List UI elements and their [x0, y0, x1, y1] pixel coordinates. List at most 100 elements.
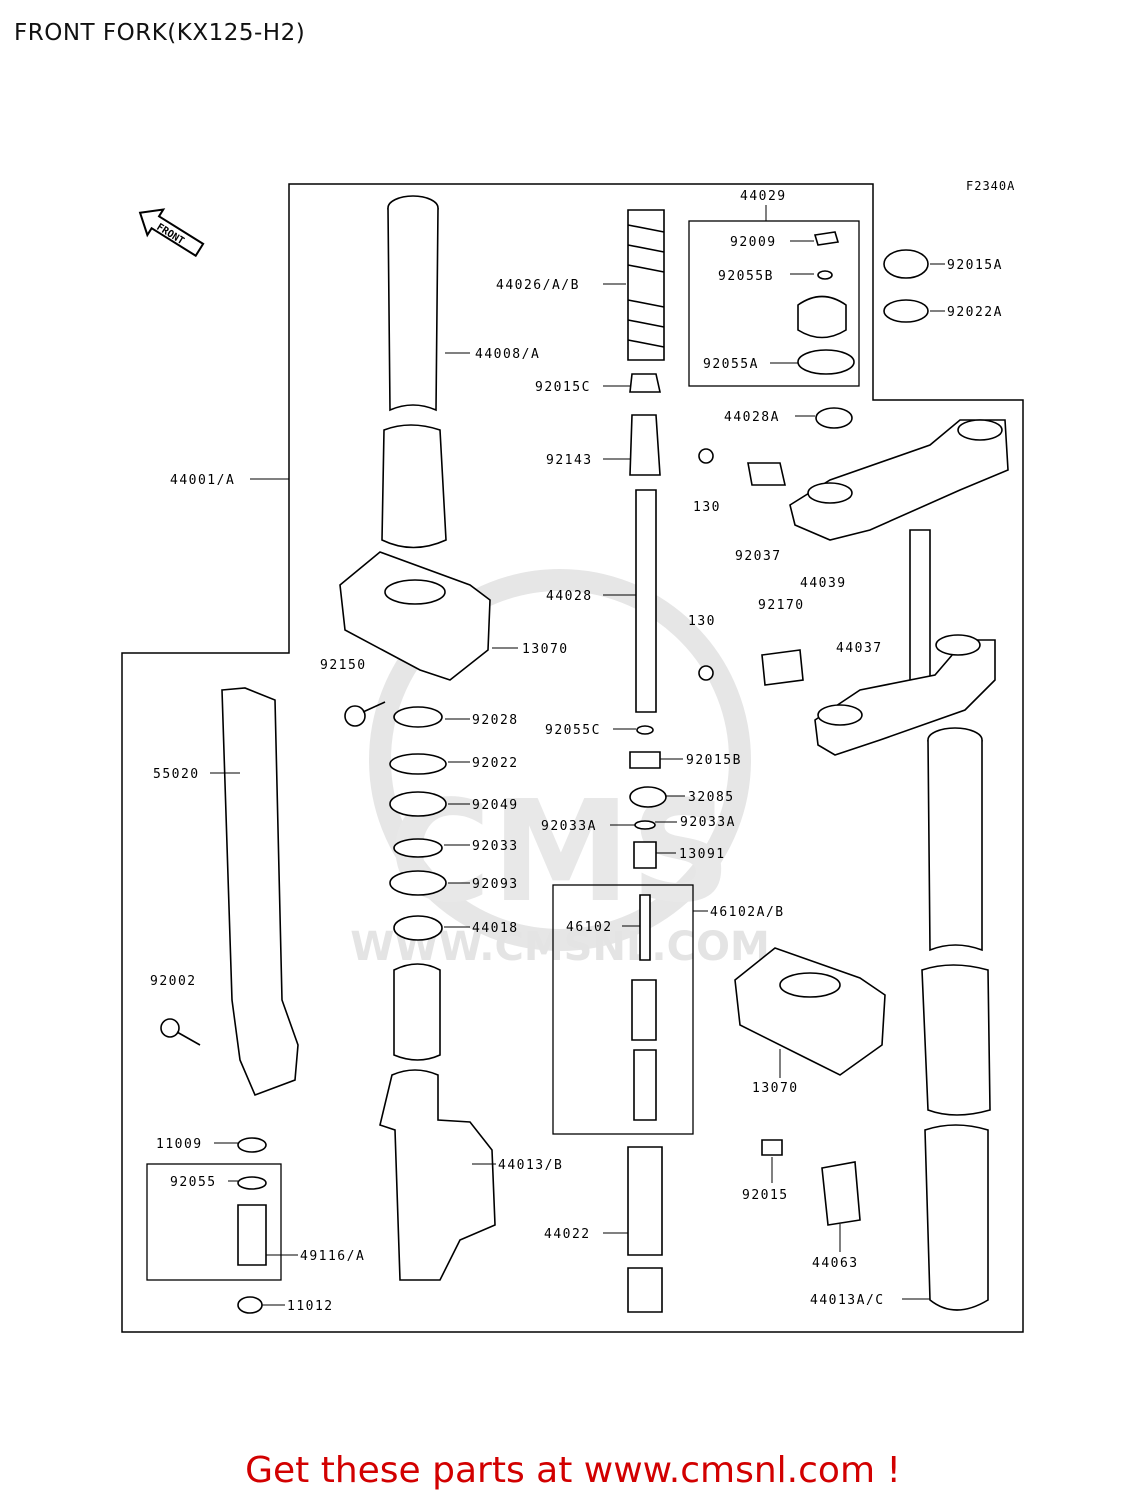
part-label-44028[interactable]: 44028 [546, 589, 593, 604]
nut-92015 [761, 1139, 783, 1156]
washer-92022A [883, 299, 929, 323]
part-label-44039[interactable]: 44039 [800, 576, 847, 591]
part-label-92033[interactable]: 92033 [472, 839, 519, 854]
inner-tube-right-lower [921, 964, 991, 1116]
part-label-92033a_l[interactable]: 92033A [541, 819, 597, 834]
outer-tube-right [924, 1124, 989, 1311]
front-arrow-icon: FRONT [138, 208, 205, 258]
part-label-92015b[interactable]: 92015B [686, 753, 742, 768]
part-label-92150[interactable]: 92150 [320, 658, 367, 673]
part-label-13070a[interactable]: 13070 [522, 642, 569, 657]
cylinder-44022-lower [627, 1267, 663, 1313]
oring-92055 [237, 1176, 267, 1190]
group-box-46102 [552, 884, 694, 1135]
cta-link[interactable]: Get these parts at www.cmsnl.com ! [245, 1450, 901, 1491]
leader-lines [210, 205, 945, 1306]
washer-11012 [237, 1296, 263, 1314]
bolt-92150 [344, 705, 366, 727]
lower-clamp [734, 947, 886, 1076]
part-label-44037[interactable]: 44037 [836, 641, 883, 656]
nut-92015B [629, 751, 661, 769]
part-label-92028[interactable]: 92028 [472, 713, 519, 728]
part-label-44028a[interactable]: 44028A [724, 410, 780, 425]
axle-holder-44063 [821, 1161, 861, 1226]
part-label-49116[interactable]: 49116/A [300, 1249, 365, 1264]
part-label-92033a_r[interactable]: 92033A [680, 815, 736, 830]
group-box-49116 [146, 1163, 282, 1281]
rod-44028 [635, 489, 657, 713]
part-label-11009[interactable]: 11009 [156, 1137, 203, 1152]
steering-stem [909, 529, 931, 696]
inner-tube-upper [387, 207, 439, 412]
part-label-92143[interactable]: 92143 [546, 453, 593, 468]
part-label-46102[interactable]: 46102 [566, 920, 613, 935]
part-label-32085[interactable]: 32085 [688, 790, 735, 805]
part-label-92022a[interactable]: 92022A [947, 305, 1003, 320]
clamp-92037 [747, 462, 787, 486]
part-label-92015c[interactable]: 92015C [535, 380, 591, 395]
part-label-44013ac[interactable]: 44013A/C [810, 1293, 885, 1308]
part-label-92015a[interactable]: 92015A [947, 258, 1003, 273]
part-label-92170[interactable]: 92170 [758, 598, 805, 613]
nut-92015C [629, 373, 661, 393]
valve-49116 [237, 1204, 267, 1266]
bolt-130b [698, 665, 714, 681]
part-label-44022[interactable]: 44022 [544, 1227, 591, 1242]
part-label-13091[interactable]: 13091 [679, 847, 726, 862]
collar-32085 [629, 786, 667, 808]
oring-92055C [636, 725, 654, 735]
part-label-92015[interactable]: 92015 [742, 1188, 789, 1203]
group-box-44029 [688, 220, 860, 387]
part-label-92002[interactable]: 92002 [150, 974, 197, 989]
part-label-44018[interactable]: 44018 [472, 921, 519, 936]
bolt-130a [698, 448, 714, 464]
part-label-13070b[interactable]: 13070 [752, 1081, 799, 1096]
part-label-92093[interactable]: 92093 [472, 877, 519, 892]
outer-tube-lower-left [379, 1069, 496, 1281]
cartridge-lower [633, 1049, 657, 1121]
part-label-92055c[interactable]: 92055C [545, 723, 601, 738]
part-label-44013[interactable]: 44013/B [498, 1158, 563, 1173]
upper-clamp [339, 551, 491, 681]
part-label-92022[interactable]: 92022 [472, 756, 519, 771]
upper-clamp-bore [384, 579, 446, 605]
cartridge-46102 [631, 979, 657, 1041]
dust-seal-92093 [389, 870, 447, 896]
washer-92022 [389, 753, 447, 775]
oring-92055A [797, 349, 855, 375]
part-drawings [160, 195, 1009, 1314]
inner-tube-lower [381, 424, 447, 549]
screw-92009 [813, 231, 840, 246]
spring-44026 [627, 209, 665, 361]
ring-92028 [393, 706, 443, 728]
cylinder-44022 [627, 1146, 663, 1256]
part-label-44026[interactable]: 44026/A/B [496, 278, 580, 293]
nut-92015A [883, 249, 929, 279]
part-label-92055a[interactable]: 92055A [703, 357, 759, 372]
figure-code: F2340A [966, 179, 1016, 193]
upper-bracket-44039 [789, 419, 1009, 541]
part-label-44063[interactable]: 44063 [812, 1256, 859, 1271]
part-label-92037[interactable]: 92037 [735, 549, 782, 564]
part-label-92009[interactable]: 92009 [730, 235, 777, 250]
part-labels: 44029 92009 92055B 92055A 92015A 92022A 44026/… [150, 189, 1003, 1314]
part-label-44001[interactable]: 44001/A [170, 473, 235, 488]
collar-44028A [815, 407, 853, 429]
outer-tube-upper-left [393, 963, 441, 1061]
part-label-92055[interactable]: 92055 [170, 1175, 217, 1190]
part-label-92049[interactable]: 92049 [472, 798, 519, 813]
part-label-130a[interactable]: 130 [693, 500, 721, 515]
lower-bracket-44037 [814, 639, 996, 756]
part-label-44008[interactable]: 44008/A [475, 347, 540, 362]
part-label-11012[interactable]: 11012 [287, 1299, 334, 1314]
part-label-44029[interactable]: 44029 [740, 189, 787, 204]
part-label-55020[interactable]: 55020 [153, 767, 200, 782]
washer-11009 [237, 1137, 267, 1153]
oring-92055B [817, 270, 833, 280]
part-label-92055b[interactable]: 92055B [718, 269, 774, 284]
part-label-46102ab[interactable]: 46102A/B [710, 905, 785, 920]
part-label-130b[interactable]: 130 [688, 614, 716, 629]
circlip-92033 [393, 838, 443, 858]
inner-tube-right-upper [927, 739, 983, 952]
